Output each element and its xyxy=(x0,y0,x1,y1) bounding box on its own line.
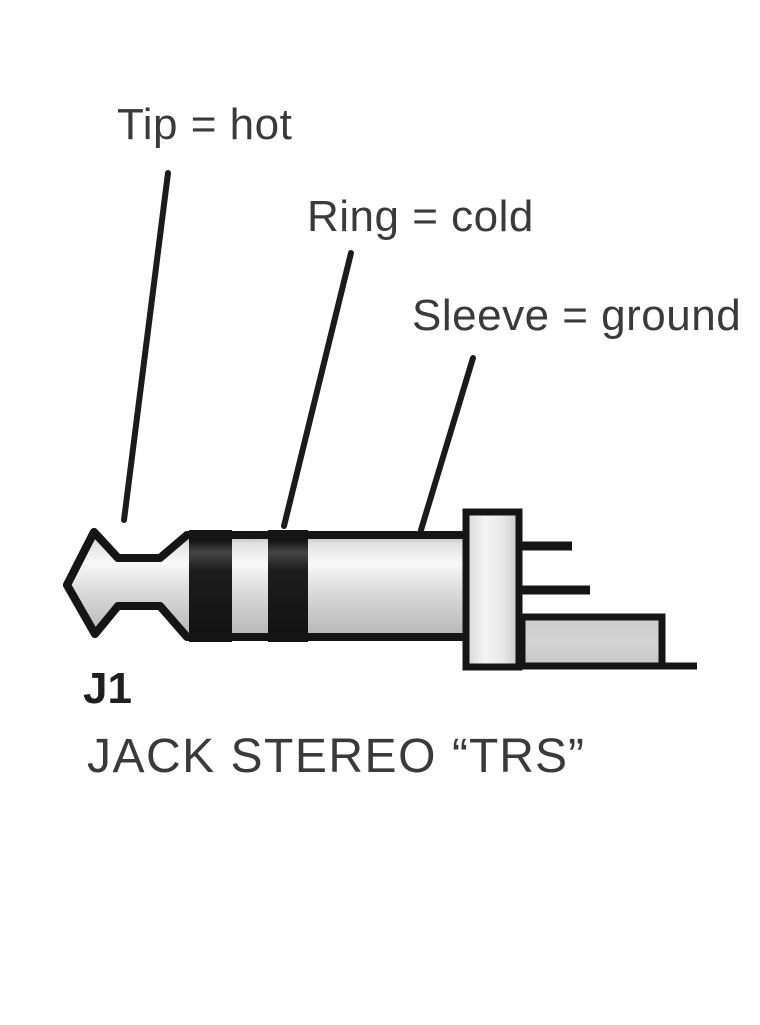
component-nickname: “TRS” xyxy=(452,730,585,783)
ring-insulator-band xyxy=(268,530,308,642)
sleeve-tab xyxy=(518,613,666,670)
component-designator: J1 xyxy=(83,664,132,713)
mounting-body xyxy=(462,508,523,671)
tip-insulator-band xyxy=(189,530,232,642)
sleeve-leader-line xyxy=(418,355,476,533)
component-name: JACK STEREO xyxy=(87,730,437,783)
tip-leader-line xyxy=(121,170,171,523)
ring-callout-label: Ring = cold xyxy=(307,192,534,241)
tip-callout-label: Tip = hot xyxy=(117,100,293,149)
sleeve-callout-label: Sleeve = ground xyxy=(412,291,742,340)
ring-leader-line xyxy=(281,250,354,529)
